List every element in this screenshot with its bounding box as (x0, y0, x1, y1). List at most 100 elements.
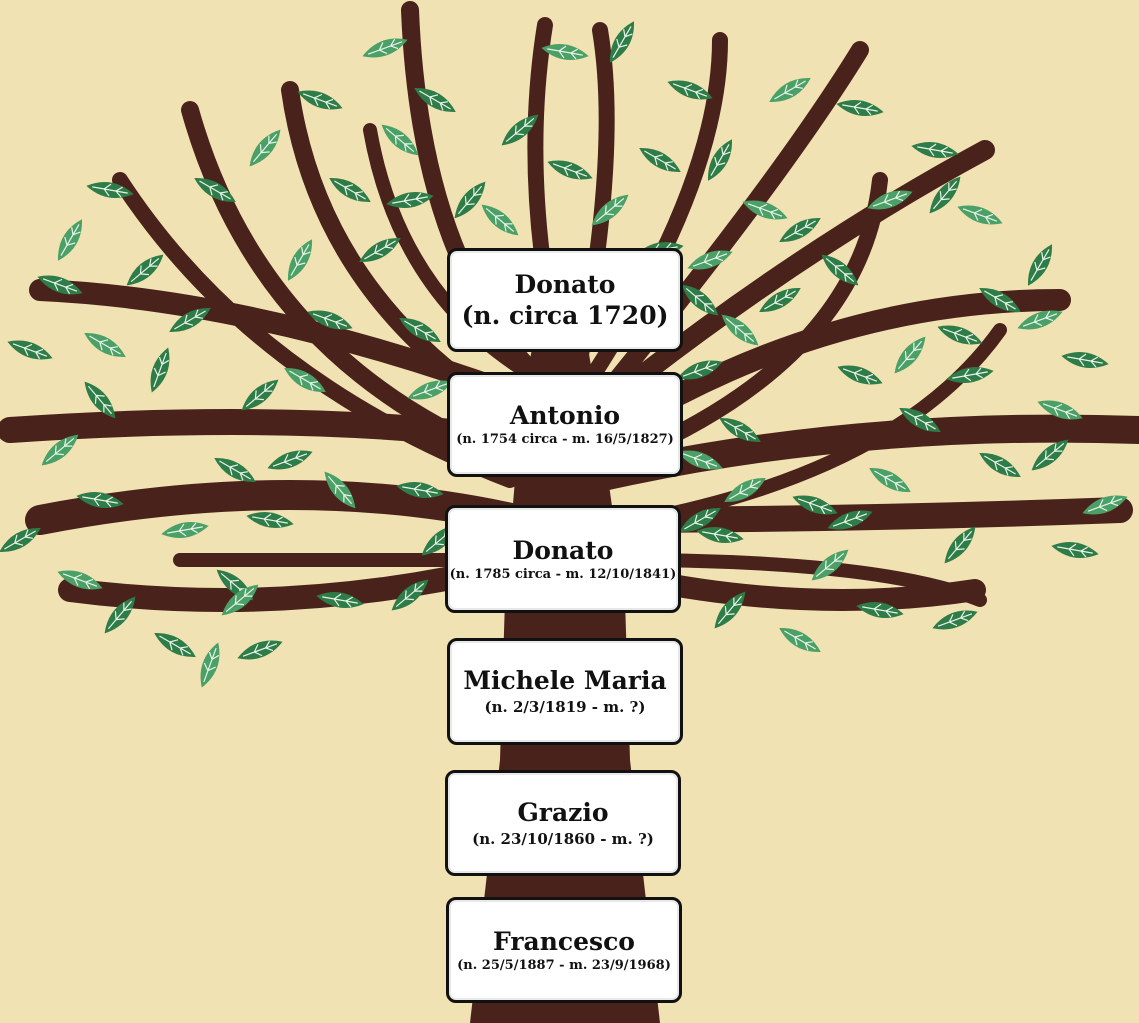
person-name: Antonio (509, 401, 621, 430)
leaf-icon (742, 200, 788, 220)
leaf-icon (329, 177, 371, 203)
leaf-icon (869, 467, 911, 493)
leaf-icon (1051, 542, 1099, 558)
leaf-icon (719, 417, 761, 443)
leaf-icon (759, 287, 801, 313)
leaf-icon (929, 176, 961, 214)
leaf-icon (84, 381, 116, 419)
leaf-icon (944, 526, 976, 564)
person-dates: (n. 2/3/1819 - m. ?) (484, 698, 646, 716)
leaf-icon (454, 181, 486, 219)
tree-branch (181, 101, 519, 469)
person-card-donato-1785[interactable]: Donato (n. 1785 circa - m. 12/10/1841) (445, 505, 681, 613)
leaf-icon (979, 452, 1021, 478)
leaf-icon (721, 314, 759, 346)
leaf-icon (911, 142, 959, 158)
leaf-icon (979, 287, 1021, 313)
leaf-icon (681, 284, 719, 316)
leaf-icon (391, 579, 429, 611)
leaf-icon (287, 239, 313, 281)
person-name: Donato (512, 535, 614, 565)
leaf-icon (246, 512, 294, 528)
leaf-icon (1061, 352, 1109, 368)
leaf-icon (249, 129, 281, 167)
leaf-icon (362, 38, 408, 58)
leaf-icon (779, 627, 821, 653)
leaf-icon (1031, 439, 1069, 471)
leaf-icon (837, 365, 883, 385)
leaf-icon (481, 204, 519, 236)
tree-branch (613, 553, 987, 607)
leaf-icon (161, 522, 209, 538)
person-name: Michele Maria (463, 666, 667, 695)
person-card-donato-1720[interactable]: Donato (n. circa 1720) (447, 248, 683, 352)
leaf-icon (867, 190, 913, 210)
leaf-icon (707, 139, 733, 181)
leaf-icon (547, 160, 593, 180)
leaf-icon (414, 87, 456, 113)
leaf-icon (396, 482, 444, 498)
leaf-icon (724, 477, 766, 503)
leaf-icon (946, 367, 994, 383)
tree-branch (633, 323, 1007, 527)
tree-leaves (0, 21, 1128, 688)
person-name: Donato (514, 269, 616, 299)
leaf-icon (307, 310, 353, 330)
leaf-icon (836, 100, 884, 116)
person-dates: (n. 23/10/1860 - m. ?) (472, 829, 654, 848)
leaf-icon (899, 407, 941, 433)
person-name: Francesco (493, 926, 635, 956)
leaf-icon (7, 340, 53, 360)
leaf-icon (297, 90, 343, 110)
leaf-icon (501, 114, 539, 146)
leaf-icon (407, 380, 453, 400)
leaf-icon (679, 507, 721, 533)
leaf-icon (609, 21, 635, 63)
leaf-icon (57, 570, 103, 590)
leaf-icon (84, 332, 126, 358)
leaf-icon (821, 254, 859, 286)
leaf-icon (381, 124, 419, 156)
leaf-icon (856, 602, 904, 618)
leaf-icon (267, 450, 313, 470)
leaf-icon (827, 510, 873, 530)
leaf-icon (0, 527, 41, 553)
leaf-icon (677, 360, 723, 380)
leaf-icon (169, 307, 211, 333)
leaf-icon (894, 336, 926, 374)
leaf-icon (1037, 400, 1083, 420)
leaf-icon (779, 217, 821, 243)
tree-branch (363, 123, 547, 387)
tree-branch (112, 172, 518, 488)
person-card-michele-maria[interactable]: Michele Maria (n. 2/3/1819 - m. ?) (447, 638, 683, 745)
leaf-icon (150, 347, 170, 393)
leaf-icon (591, 194, 629, 226)
leaf-icon (237, 640, 283, 660)
leaf-icon (126, 254, 164, 286)
person-dates: (n. circa 1720) (461, 300, 669, 330)
leaf-icon (399, 317, 441, 343)
person-dates: (n. 25/5/1887 - m. 23/9/1968) (457, 957, 671, 973)
person-card-antonio[interactable]: Antonio (n. 1754 circa - m. 16/5/1827) (447, 372, 683, 477)
leaf-icon (86, 182, 134, 198)
tree-branch (600, 140, 995, 410)
person-card-francesco[interactable]: Francesco (n. 25/5/1887 - m. 23/9/1968) (446, 897, 682, 1003)
leaf-icon (76, 492, 124, 508)
leaf-icon (769, 77, 811, 103)
leaf-icon (639, 147, 681, 173)
leaf-icon (37, 275, 83, 295)
leaf-icon (1017, 310, 1063, 330)
leaf-icon (386, 192, 434, 208)
leaf-icon (359, 237, 401, 263)
leaf-icon (667, 80, 713, 100)
leaf-icon (541, 44, 589, 60)
leaf-icon (57, 219, 83, 261)
person-dates: (n. 1754 circa - m. 16/5/1827) (456, 432, 674, 447)
person-card-grazio[interactable]: Grazio (n. 23/10/1860 - m. ?) (445, 770, 681, 876)
leaf-icon (104, 596, 136, 634)
leaf-icon (154, 632, 196, 658)
leaf-icon (714, 591, 746, 629)
leaf-icon (41, 434, 79, 466)
leaf-icon (194, 177, 236, 203)
leaf-icon (687, 250, 733, 270)
